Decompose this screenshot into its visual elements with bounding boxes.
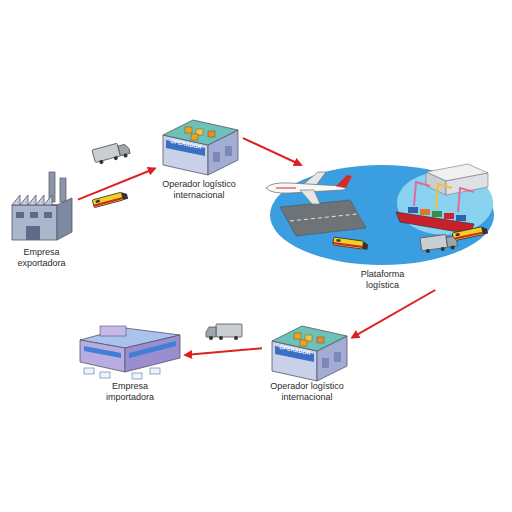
node-box: Operador logístico internacional — [155, 108, 243, 200]
node-box: Operador logístico internacional — [262, 318, 352, 402]
container — [420, 209, 430, 215]
node-label: Operador logístico internacional — [157, 179, 241, 200]
train-icon — [452, 226, 488, 241]
truck-icon — [92, 141, 131, 166]
importer-building — [80, 326, 180, 379]
node-box: Empresa exportadora — [5, 178, 78, 268]
small-truck — [100, 372, 110, 378]
node-box: Plataforma logística — [270, 165, 495, 290]
container — [408, 207, 418, 213]
platform-illustration — [266, 164, 494, 265]
node-label: Operador logístico internacional — [265, 381, 349, 402]
flow-arrow — [243, 138, 301, 165]
truck-icon — [420, 233, 458, 254]
sawtooth-roof — [12, 195, 57, 205]
factory-door — [26, 226, 40, 240]
factory-icon — [12, 172, 72, 240]
node-label: Plataforma logística — [353, 269, 413, 290]
importer-upper — [100, 326, 126, 336]
node-label: Empresa exportadora — [12, 247, 72, 268]
port-warehouse-wall — [446, 173, 488, 195]
truck-icon — [206, 324, 242, 340]
importer-window-band — [129, 341, 176, 358]
train-icon — [333, 237, 369, 250]
warehouse-icon — [272, 326, 347, 381]
small-truck — [132, 373, 142, 379]
node-label: Empresa importadora — [100, 381, 160, 402]
flow-arrow — [352, 290, 435, 338]
train-icon — [92, 191, 128, 208]
platform-ellipse — [270, 165, 494, 265]
factory-side — [57, 198, 72, 240]
flow-arrow — [78, 168, 155, 199]
importer-side — [125, 335, 180, 372]
importer-front — [80, 340, 125, 372]
port-warehouse-wall — [426, 172, 446, 195]
runway — [280, 200, 366, 236]
importer-window-band — [84, 346, 121, 358]
runway-marking — [290, 214, 357, 221]
factory-window — [16, 212, 24, 218]
container — [444, 213, 454, 219]
node-box: Empresa importadora — [75, 322, 185, 402]
airplane-wing — [300, 190, 320, 204]
airplane-tail — [336, 175, 352, 188]
factory-front — [12, 205, 57, 240]
crane — [436, 184, 452, 208]
factory-window — [44, 212, 52, 218]
crane — [414, 182, 430, 206]
small-truck — [84, 368, 94, 374]
chimney — [60, 178, 66, 202]
container — [456, 215, 466, 221]
airplane-stripe — [276, 188, 296, 189]
port-water — [397, 171, 493, 235]
small-truck — [150, 368, 160, 374]
container — [432, 211, 442, 217]
warehouse-icon — [163, 120, 238, 175]
crane — [458, 188, 474, 212]
flow-arrow — [185, 348, 262, 355]
factory-window — [30, 212, 38, 218]
